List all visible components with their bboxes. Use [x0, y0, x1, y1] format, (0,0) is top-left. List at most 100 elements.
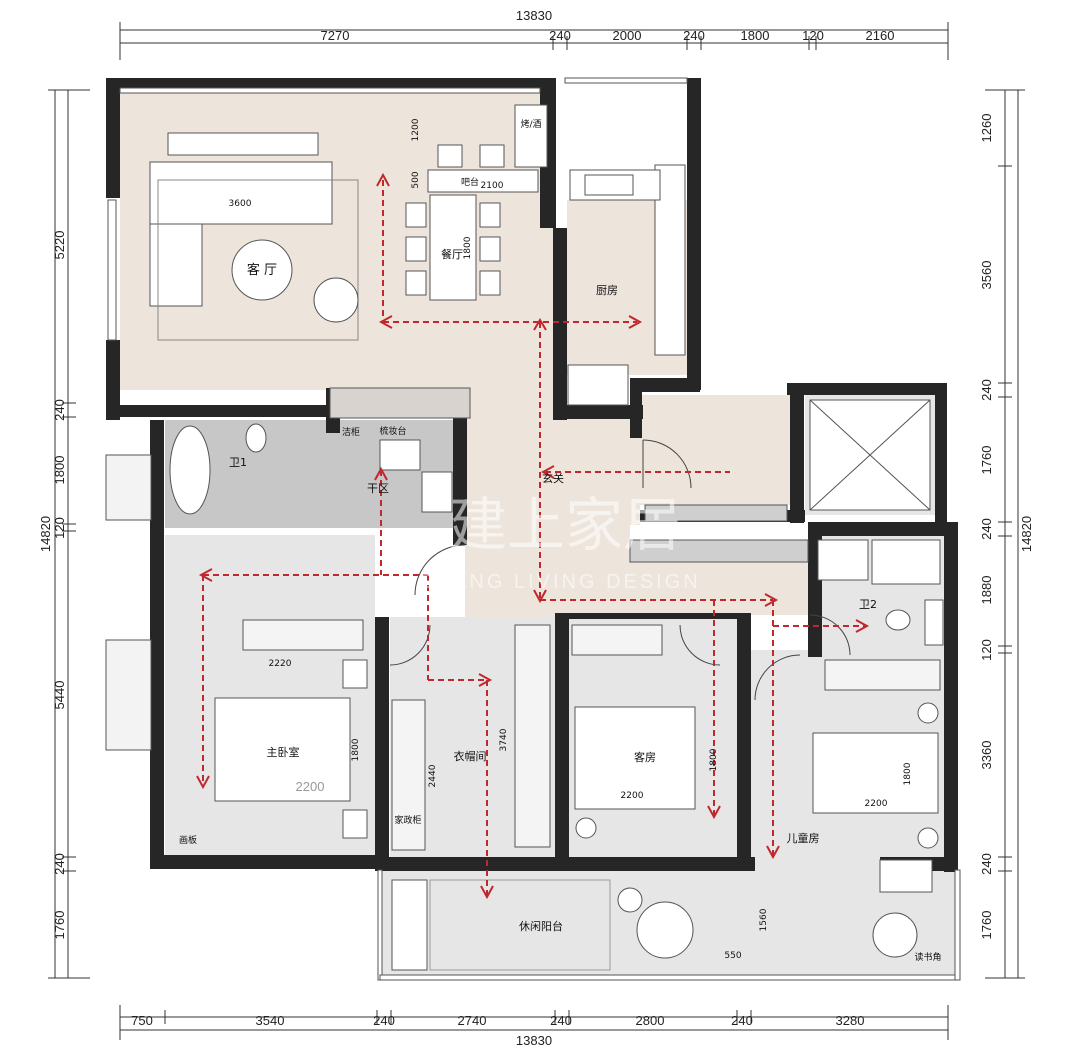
dining-room-label: 餐厅	[441, 247, 463, 261]
living-room-label: 客 厅	[247, 262, 277, 278]
circulation-routes	[202, 180, 865, 895]
master-bed	[214, 697, 351, 802]
bath1-label: 卫1	[229, 456, 247, 469]
right-dim: 240	[979, 379, 994, 401]
reading-corner-label: 读书角	[914, 951, 941, 963]
sofa-length-label: 3600	[229, 199, 252, 209]
dining-width-label: 500	[411, 171, 421, 188]
bath2-basin	[817, 539, 869, 581]
left-dim: 1760	[52, 911, 67, 940]
balcony-chair	[636, 901, 694, 959]
top-dim: 2160	[866, 28, 895, 43]
entry-floor	[640, 395, 800, 505]
right-dim: 1260	[979, 114, 994, 143]
washer	[421, 471, 453, 513]
kids-lamp	[917, 702, 939, 724]
bath2-cabinet	[924, 599, 944, 646]
kids-bed-length-label: 1800	[903, 762, 913, 785]
wine-cabinet-label: 烤/酒	[520, 118, 541, 130]
right-dim: 1880	[979, 576, 994, 605]
left-dim: 120	[52, 517, 67, 539]
entry-cabinet	[644, 504, 788, 522]
balcony-label: 休闲阳台	[519, 919, 563, 933]
dining-chair	[405, 270, 427, 296]
vanity	[379, 439, 421, 471]
sofa	[149, 161, 333, 225]
bottom-total-dim: 13830	[516, 1033, 552, 1048]
right-dim: 120	[979, 639, 994, 661]
tv-cabinet	[167, 132, 319, 156]
lounge-chair	[313, 277, 359, 323]
master-bed-length-label: 1800	[351, 738, 361, 761]
guest-bed-width-label: 2200	[621, 791, 644, 801]
left-dim: 240	[52, 853, 67, 875]
cloakroom-label: 衣帽间	[454, 749, 487, 763]
walls	[106, 78, 958, 872]
bottom-dim: 2800	[636, 1013, 665, 1028]
guest-lamp	[575, 817, 597, 839]
master-bedroom-label: 主卧室	[267, 745, 300, 759]
rug	[157, 179, 359, 341]
sofa-chaise	[149, 223, 203, 307]
cloak-wall-label: 3740	[499, 728, 509, 751]
bath2-label: 卫2	[859, 598, 877, 611]
right-dim: 3560	[979, 261, 994, 290]
route-arrowheads	[196, 172, 870, 900]
toilet	[245, 423, 267, 453]
dining-chair	[479, 236, 501, 262]
watermark: 建上家居 SHANG LIVING DESIGN	[419, 491, 701, 593]
guest-bed-length-label: 1800	[709, 748, 719, 771]
bath1-floor	[165, 420, 465, 528]
right-total-dim: 14820	[1019, 516, 1034, 552]
dimension-lines	[48, 22, 1025, 1040]
top-dim: 7270	[321, 28, 350, 43]
drawing-board-label: 画板	[179, 834, 197, 846]
balcony-side-table	[617, 887, 643, 913]
top-dim: 2000	[613, 28, 642, 43]
master-nightstand	[342, 659, 368, 689]
guest-wardrobe	[571, 624, 663, 656]
furniture	[149, 104, 944, 971]
right-dim: 3360	[979, 741, 994, 770]
bottom-dim: 240	[550, 1013, 572, 1028]
room-labels: 客 厅 餐厅 吧台 2100 厨房 烤/酒 玄关 卫1 卫2 干区 洁柜 梳妆台…	[179, 118, 942, 963]
watermark-subtext: SHANG LIVING DESIGN	[419, 571, 701, 593]
dining-table-label: 1800	[463, 236, 473, 259]
right-dim: 240	[979, 853, 994, 875]
reading-chair	[872, 912, 918, 958]
balcony-shelf	[429, 879, 611, 971]
kids-wardrobe	[824, 659, 941, 691]
top-total-dim: 13830	[516, 8, 552, 23]
top-dim: 120	[802, 28, 824, 43]
dining-height-label: 1200	[411, 118, 421, 141]
right-dim: 1760	[979, 911, 994, 940]
cloak-length-label: 2440	[428, 764, 438, 787]
top-dim: 1800	[741, 28, 770, 43]
coffee-table	[231, 239, 293, 301]
sink-kitchen	[584, 174, 634, 196]
desk-width-label: 1560	[759, 908, 769, 931]
kids-lamp	[917, 827, 939, 849]
clean-cabinet-label: 洁柜	[342, 426, 360, 438]
guest-room-label: 客房	[634, 750, 656, 764]
bottom-dim: 240	[373, 1013, 395, 1028]
master-bed-width-label: 2220	[269, 659, 292, 669]
bar-stool	[437, 144, 463, 168]
bottom-dim: 750	[131, 1013, 153, 1028]
bar-counter	[427, 169, 539, 193]
top-dim: 240	[683, 28, 705, 43]
guest-bed	[574, 706, 696, 810]
dining-chair	[479, 270, 501, 296]
bottom-dim: 2740	[458, 1013, 487, 1028]
bath2-toilet	[885, 609, 911, 631]
dining-chair	[405, 236, 427, 262]
shaft-cross	[809, 399, 931, 511]
master-floor	[165, 535, 375, 855]
bottom-dim: 3280	[836, 1013, 865, 1028]
top-dim: 240	[549, 28, 571, 43]
dining-chair	[479, 202, 501, 228]
entry-bench	[629, 539, 809, 563]
cloak-shelf	[514, 624, 551, 848]
bottom-dim: 3540	[256, 1013, 285, 1028]
